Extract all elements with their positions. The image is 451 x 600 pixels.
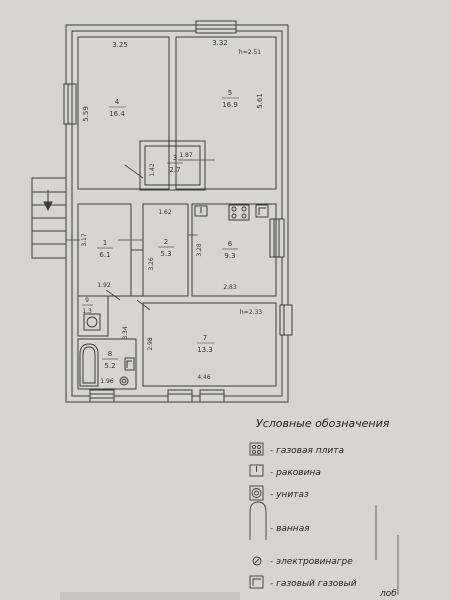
room-7: h=2.33 7 13.3 2.98 4.46 — [147, 309, 262, 381]
room-5: 3.32 h=2.51 5 16.9 5.61 — [212, 39, 264, 109]
room-number: 6 — [228, 240, 233, 248]
bathtub-fixture — [79, 343, 99, 387]
gas-stove-fixture — [228, 204, 250, 221]
porch-stairs — [31, 177, 67, 259]
legend-item-sink: - раковина — [249, 464, 321, 478]
interior-walls — [77, 36, 277, 390]
room-number: 1 — [103, 239, 107, 247]
gas-boiler-fixture — [255, 204, 269, 218]
room-dim-bottom: 2.83 — [223, 284, 237, 291]
legend-label: - газовая плита — [270, 446, 344, 456]
room-dim-top: 1.62 — [158, 209, 172, 216]
room-area: 2.7 — [169, 166, 180, 174]
room-dim-side: 2.98 — [147, 337, 154, 351]
room-number: 9 — [85, 297, 89, 304]
room-number: 5 — [228, 89, 232, 97]
room-area: 5.3 — [160, 250, 171, 258]
toilet-fixture — [83, 313, 101, 331]
legend-item-electric-heater: - электровинагре — [252, 556, 353, 567]
legend-footer-fragment: лоб — [379, 589, 397, 599]
legend-item-toilet: - унитаз — [249, 485, 309, 501]
room-number: 3 — [173, 154, 177, 162]
sink-fixture — [194, 205, 208, 217]
room-height: h=2.33 — [240, 309, 262, 316]
toilet-icon — [249, 485, 264, 501]
room-area: 1.3 — [82, 308, 92, 315]
room-area: 16.4 — [109, 110, 125, 118]
room-area: 6.1 — [99, 251, 110, 259]
room-area: 16.9 — [222, 101, 238, 109]
room-dim-bottom: 1.96 — [100, 378, 114, 385]
room-area: 13.3 — [197, 346, 213, 354]
room-number: 2 — [164, 238, 168, 246]
room-height: h=2.51 — [239, 49, 261, 56]
legend-label: - газовый газовый — [270, 579, 357, 589]
room-dim-top: 3.25 — [112, 41, 128, 49]
room-dim-bottom: 1.92 — [97, 282, 111, 289]
room-dim-side: 3.17 — [81, 233, 88, 247]
room-dim-side: 5.61 — [256, 93, 264, 109]
legend: Условные обозначения - газовая плита - р… — [249, 417, 399, 599]
legend-title: Условные обозначения — [256, 417, 390, 430]
fixtures — [79, 204, 269, 387]
room-dim-bottom: 4.46 — [197, 374, 211, 381]
room-area: 9.3 — [224, 252, 235, 260]
legend-label: - раковина — [270, 468, 321, 478]
room-dim-side: 3.26 — [148, 257, 155, 271]
bathtub-icon — [249, 501, 267, 540]
room-8: 8 5.2 3.34 1.96 — [100, 326, 129, 385]
room-dim-side: 3.34 — [122, 326, 129, 340]
sink-icon — [249, 464, 264, 477]
legend-label: - электровинагре — [270, 557, 353, 567]
gas-boiler-icon — [249, 575, 264, 589]
boiler-fixture — [124, 357, 135, 371]
legend-item-bathtub: - ванная — [249, 501, 310, 540]
room-dim-side: 5.59 — [82, 106, 90, 122]
legend-bracket-lines — [375, 505, 399, 595]
room-number: 8 — [108, 350, 112, 358]
gas-stove-icon — [249, 442, 264, 456]
room-4: 3.25 4 16.4 5.59 — [82, 41, 128, 122]
bottom-edge-strip — [60, 592, 240, 600]
room-dim-top: 3.32 — [212, 39, 228, 47]
room-area: 5.2 — [104, 362, 115, 370]
room-dim-side: 3.28 — [196, 243, 203, 257]
room-number: 7 — [203, 334, 207, 342]
room-6: 6 9.3 3.28 2.83 — [196, 240, 238, 291]
room-2: 1.62 2 5.3 3.26 — [148, 209, 174, 271]
windows — [63, 20, 293, 403]
legend-item-gas-boiler: - газовый газовый — [249, 575, 357, 589]
door-swings — [66, 159, 215, 311]
legend-label: - ванная — [270, 524, 310, 534]
room-9: 9 1.3 — [82, 297, 93, 315]
legend-item-gas-stove: - газовая плита — [249, 442, 344, 456]
room-1: 1 6.1 3.17 1.92 — [81, 233, 113, 289]
room-3: 1.87 3 2.7 1.42 — [149, 152, 193, 177]
room-number: 4 — [115, 98, 120, 106]
room-dim-top: 1.87 — [179, 152, 193, 159]
electric-heater-fixture — [119, 376, 129, 386]
room-dim-side: 1.42 — [149, 163, 156, 177]
legend-label: - унитаз — [270, 490, 309, 500]
electric-heater-icon — [252, 556, 262, 566]
